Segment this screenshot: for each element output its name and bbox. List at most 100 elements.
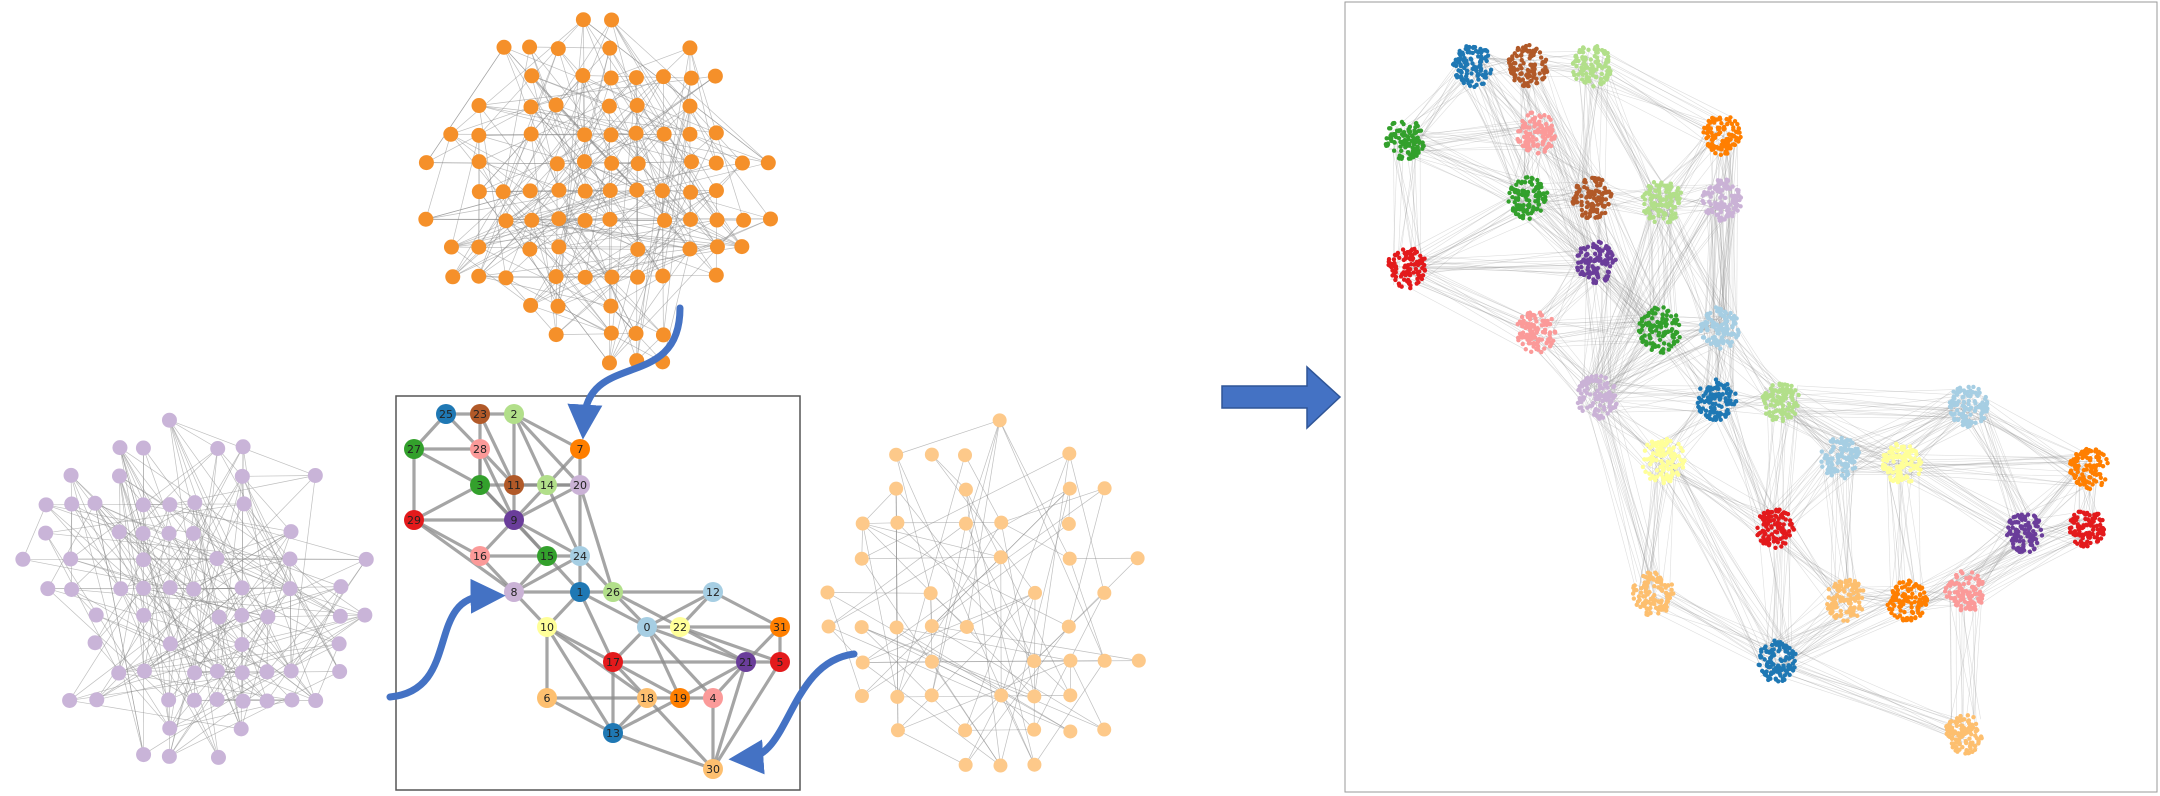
fine-edge — [1586, 62, 1658, 211]
graph-node — [1027, 689, 1042, 704]
fine-node — [1607, 264, 1613, 269]
fine-node — [1883, 466, 1888, 472]
fine-node — [1418, 258, 1423, 263]
fine-edge — [1887, 469, 1903, 596]
fine-node — [1577, 396, 1582, 401]
graph-node — [162, 580, 178, 596]
fine-edge — [1423, 214, 1526, 262]
graph-node — [603, 127, 619, 143]
fine-node — [1659, 458, 1664, 464]
fine-edge — [1704, 400, 1782, 404]
fine-node — [1400, 247, 1406, 252]
coarse-edge — [513, 518, 581, 558]
graph-edge — [45, 504, 171, 645]
edge-group — [827, 419, 1139, 766]
graph-edge — [862, 523, 898, 697]
fine-edge — [1858, 586, 1908, 588]
fine-edge — [2036, 471, 2077, 522]
fine-edge — [1520, 82, 1531, 133]
graph-edge — [502, 46, 530, 192]
fine-node — [1728, 343, 1733, 348]
fine-node — [1598, 256, 1603, 261]
fine-edge — [1612, 189, 1668, 396]
fine-cluster — [2068, 446, 2110, 492]
graph-node — [629, 182, 645, 198]
graph-edge — [119, 475, 291, 589]
fine-node — [1708, 126, 1714, 131]
fine-node — [1729, 339, 1734, 345]
graph-node — [524, 68, 540, 84]
fine-node — [2013, 530, 2019, 535]
fine-node — [1415, 135, 1420, 140]
fine-cluster — [1570, 175, 1614, 220]
fine-edge — [1586, 203, 1738, 394]
fine-edge — [1718, 210, 1728, 329]
graph-node — [236, 496, 252, 512]
graph-edge — [609, 248, 691, 364]
fine-edge — [1543, 318, 1645, 338]
fine-node — [1581, 272, 1586, 277]
graph-node — [577, 269, 593, 285]
fine-node — [1605, 385, 1610, 390]
graph-edge — [217, 448, 340, 672]
fine-node — [1671, 205, 1676, 210]
graph-edge — [530, 305, 612, 334]
fine-node — [1783, 517, 1788, 522]
fine-node — [1645, 322, 1650, 328]
fine-node — [1956, 399, 1961, 404]
fine-node — [1715, 342, 1720, 348]
fine-cluster — [1570, 44, 1613, 89]
coarse-node-label: 24 — [573, 550, 587, 563]
fine-node — [1482, 75, 1487, 80]
fine-edge — [1715, 408, 1777, 527]
graph-node — [736, 212, 752, 228]
coarse-node-circle — [470, 546, 490, 566]
graph-edge — [503, 47, 560, 191]
fine-node — [1724, 318, 1729, 323]
fine-node — [1388, 136, 1394, 141]
coarse-node: 7 — [570, 439, 590, 459]
fine-edge — [1833, 463, 1850, 595]
fine-node — [2105, 460, 2110, 466]
graph-edge — [119, 475, 144, 560]
graph-edge — [45, 504, 268, 702]
graph-edge — [896, 627, 1071, 661]
fine-node — [1606, 269, 1612, 275]
graph-edge — [828, 488, 1070, 627]
graph-edge — [45, 532, 291, 560]
coarse-edge — [646, 625, 747, 664]
fine-edge — [1706, 214, 1719, 387]
fine-node — [1978, 418, 1984, 424]
fine-node — [1781, 510, 1787, 515]
fine-node — [1977, 390, 1982, 395]
fine-node — [1595, 60, 1600, 66]
fine-edge — [1603, 62, 1654, 216]
fine-node — [1773, 545, 1778, 550]
graph-edge — [143, 614, 366, 755]
fine-node — [1895, 478, 1900, 483]
fine-node — [2017, 539, 2022, 544]
graph-edge — [119, 447, 170, 534]
fine-edge — [1765, 408, 1952, 413]
fine-edge — [1535, 66, 1581, 71]
fine-node — [1408, 262, 1414, 267]
fine-node — [1840, 440, 1845, 446]
fine-node — [1954, 402, 1960, 408]
graph-node — [550, 298, 566, 314]
fine-node — [1612, 393, 1618, 398]
fine-edge — [1647, 474, 1667, 591]
fine-node — [1542, 75, 1547, 80]
graph-node — [1027, 654, 1042, 669]
fine-node — [1541, 322, 1547, 327]
graph-edge — [450, 106, 532, 135]
fine-node — [1580, 408, 1585, 413]
graph-edge — [144, 476, 243, 672]
fine-node — [2087, 512, 2092, 518]
graph-edge — [610, 275, 663, 307]
graph-edge — [47, 588, 169, 701]
fine-edge — [1584, 252, 1598, 411]
fine-edge — [1609, 245, 1656, 315]
fine-edge — [1407, 201, 1544, 278]
fine-node — [1786, 528, 1792, 534]
fine-node — [1732, 119, 1738, 124]
